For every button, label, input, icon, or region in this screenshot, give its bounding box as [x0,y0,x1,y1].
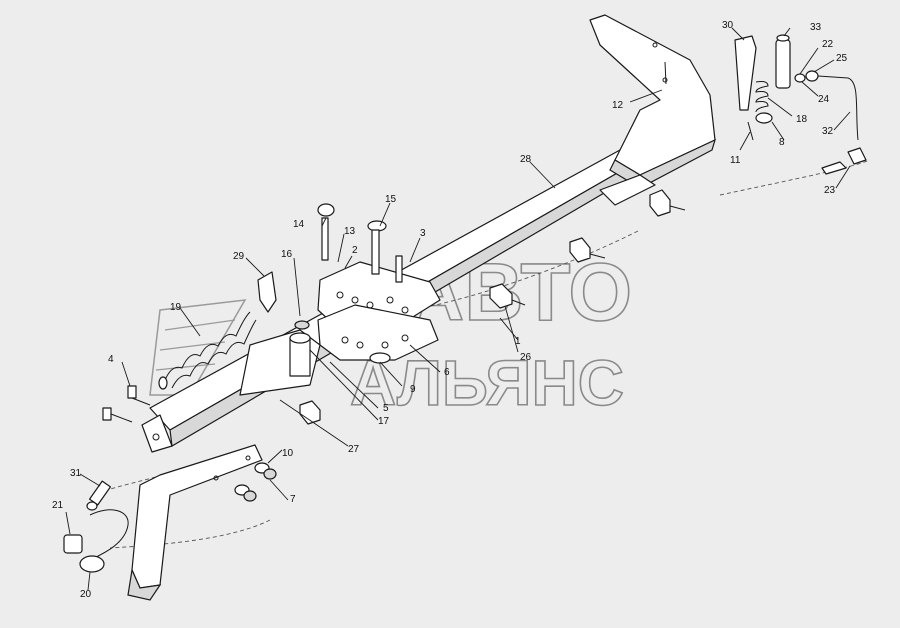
callout-22: 22 [822,39,834,50]
washers [234,462,277,502]
callout-20: 20 [80,589,92,600]
callout-31: 31 [70,468,82,479]
bracket-29 [257,271,277,313]
callout-5: 5 [383,403,389,414]
callout-12: 12 [612,100,624,111]
callout-8: 8 [779,137,785,148]
callout-32: 32 [822,126,834,137]
callout-labels: 1 2 3 4 5 6 7 8 9 10 11 12 13 14 15 16 1… [52,20,848,600]
callout-4: 4 [108,354,114,365]
lower-arm [127,444,263,601]
callout-13: 13 [344,226,356,237]
callout-23: 23 [824,185,836,196]
handle-pins [317,203,403,283]
callout-17: 17 [378,416,390,427]
spring-19 [158,311,257,390]
top-right-parts [734,34,867,175]
callout-30: 30 [722,20,734,31]
callout-14: 14 [293,219,305,230]
hydraulic-coupling [63,480,129,573]
callout-18: 18 [796,114,808,125]
callout-11: 11 [730,155,741,166]
callout-1: 1 [515,336,521,347]
callout-21: 21 [52,500,64,511]
clamp-blocks [299,189,686,425]
callout-6: 6 [444,367,450,378]
callout-33: 33 [810,22,822,33]
callout-16: 16 [281,249,293,260]
callout-10: 10 [282,448,294,459]
callout-7: 7 [290,494,296,505]
callout-28: 28 [520,154,532,165]
callout-27: 27 [348,444,360,455]
callout-24: 24 [818,94,830,105]
callout-9: 9 [410,384,416,395]
callout-15: 15 [385,194,397,205]
mount-bracket-27 [239,320,321,396]
callout-3: 3 [420,228,426,239]
callout-25: 25 [836,53,848,64]
callout-19: 19 [170,302,182,313]
callout-26: 26 [520,352,532,363]
callout-29: 29 [233,251,245,262]
upper-bracket-12 [589,14,716,206]
bolts-left [102,385,151,423]
leader-lines [65,27,851,591]
callout-2: 2 [352,245,358,256]
